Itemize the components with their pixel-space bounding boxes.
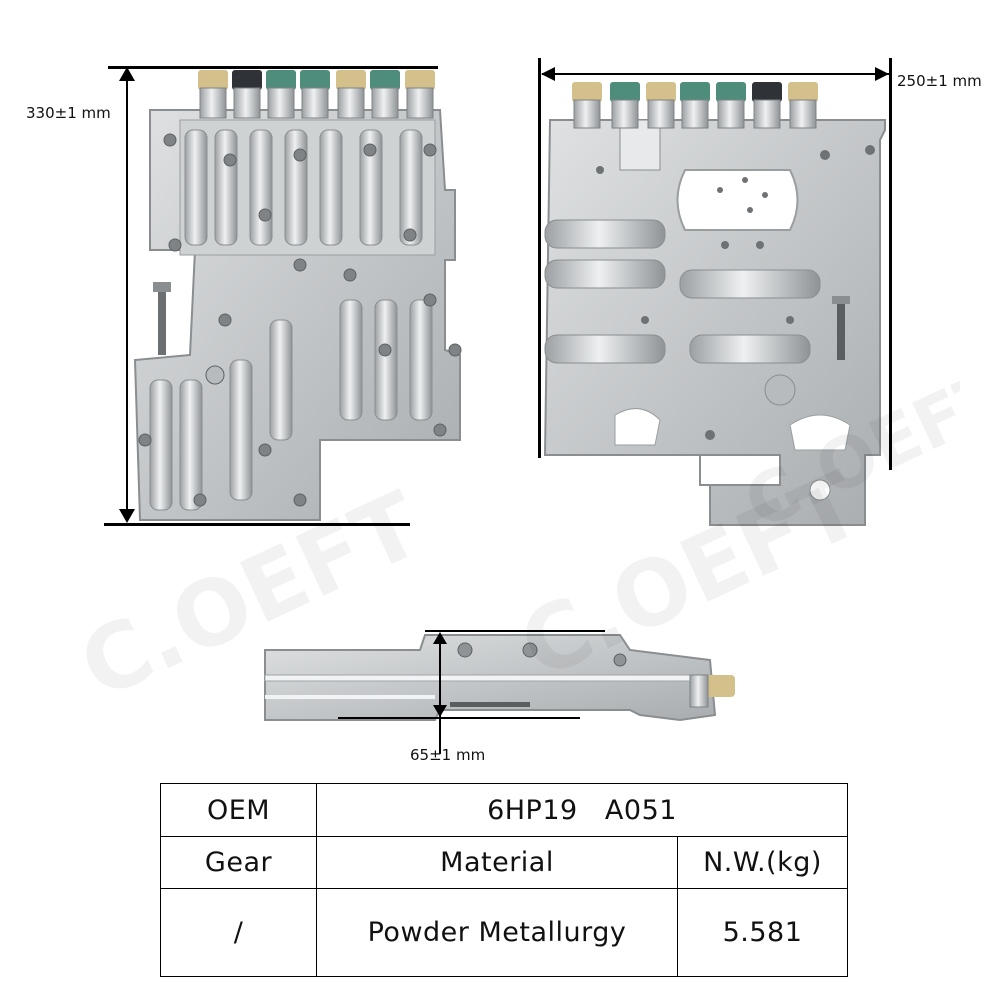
thickness-bottom-line [338,717,580,719]
solenoids-back [572,82,818,129]
thickness-dimension-label: 65±1 mm [410,746,486,764]
weight-label-cell: N.W.(kg) [677,836,848,889]
thickness-arrow-down [433,705,447,717]
width-horizontal-line [542,73,890,75]
valve-body-side-illustration [264,634,735,722]
material-label-cell: Material [316,836,678,889]
spec-table: OEM 6HP19 A051 Gear Material N.W.(kg) / … [160,783,848,977]
oem-value-cell: 6HP19 A051 [316,783,848,837]
width-left-line [538,58,541,458]
height-arrow-up [119,67,135,81]
height-bottom-line [104,523,410,526]
width-dimension-label: 250±1 mm [897,72,982,90]
valve-body-front-view: 330±1 mm [0,0,520,540]
thickness-arrow-up [433,632,447,644]
width-right-line [889,58,892,470]
thickness-top-line [425,630,605,632]
height-dimension-label: 330±1 mm [26,104,111,122]
height-arrow-down [119,509,135,523]
valve-body-back-view: 250±1 mm [520,0,1000,540]
height-top-line [108,66,438,69]
gear-value-cell: / [160,888,317,977]
valve-body-back-illustration [543,82,886,526]
oem-label-cell: OEM [160,783,317,837]
valve-body-side-view [250,620,750,770]
valve-body-front-illustration [133,70,462,521]
height-vertical-line [126,72,128,520]
solenoids-front [198,70,435,119]
weight-value-cell: 5.581 [677,888,848,977]
width-arrow-right [875,67,889,81]
thickness-vertical-line [439,634,441,754]
width-arrow-left [541,67,555,81]
material-value-cell: Powder Metallurgy [316,888,678,977]
gear-label-cell: Gear [160,836,317,889]
